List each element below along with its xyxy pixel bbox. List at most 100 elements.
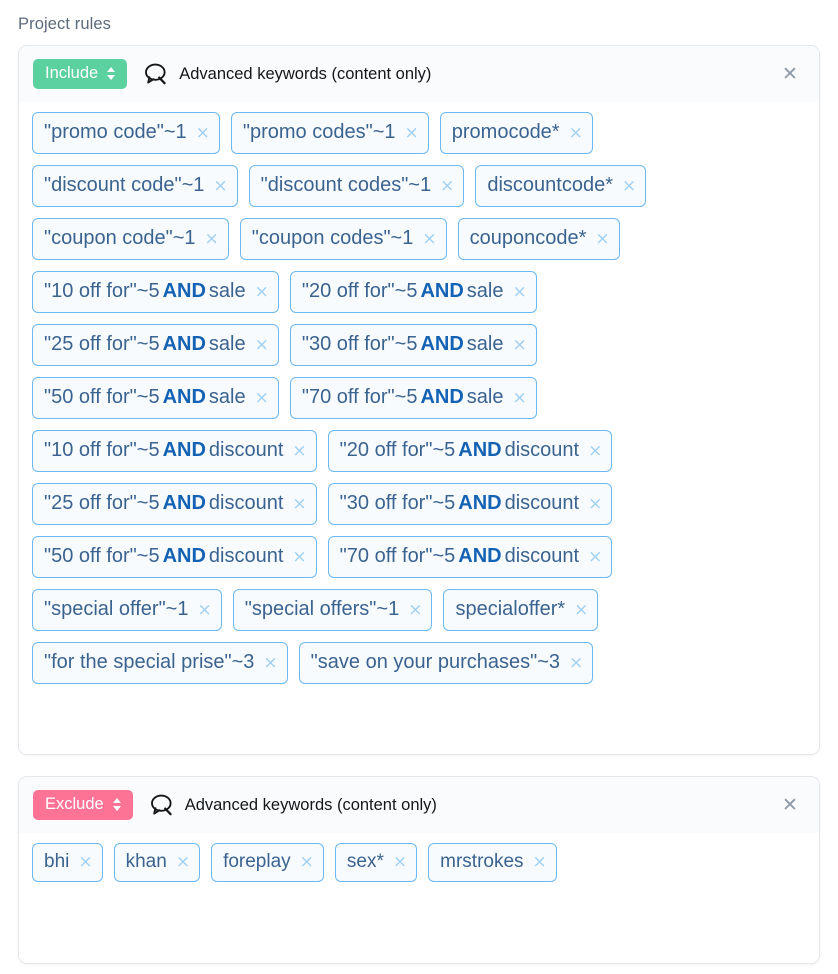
keyword-tag[interactable]: "25 off for"~5 AND discount× <box>32 483 317 525</box>
tag-text: discount <box>208 492 284 514</box>
remove-tag-icon[interactable]: × <box>197 600 212 620</box>
remove-tag-icon[interactable]: × <box>512 282 527 302</box>
mode-label: Include <box>45 64 99 83</box>
tag-text: "25 off for"~5 <box>44 492 160 514</box>
keyword-tag[interactable]: bhi × <box>32 843 103 882</box>
remove-tag-icon[interactable]: × <box>512 335 527 355</box>
keyword-tag[interactable]: sex*× <box>334 843 418 882</box>
keyword-tag[interactable]: "promo code"~1× <box>32 112 220 154</box>
remove-tag-icon[interactable]: × <box>299 852 314 872</box>
keyword-tag[interactable]: khan× <box>113 843 201 882</box>
keyword-tag[interactable]: mrstrokes× <box>428 843 557 882</box>
tag-text: "30 off for"~5 <box>339 492 456 514</box>
remove-tag-icon[interactable]: × <box>204 229 219 249</box>
remove-tag-icon[interactable]: × <box>622 176 637 196</box>
keyword-tag[interactable]: specialoffer*× <box>443 589 599 631</box>
remove-tag-icon[interactable]: × <box>569 653 584 673</box>
keyword-tag[interactable]: "30 off for"~5 AND sale× <box>289 324 537 366</box>
keyword-tag[interactable]: "special offer"~1× <box>32 589 222 631</box>
tag-operator-and: AND <box>162 280 206 302</box>
tag-text: sale <box>208 333 246 355</box>
page-title: Project rules <box>18 15 112 33</box>
keyword-tag[interactable]: "20 off for"~5 AND sale× <box>289 271 537 313</box>
remove-tag-icon[interactable]: × <box>254 388 269 408</box>
mode-selector-exclude[interactable]: Exclude <box>33 790 133 820</box>
keyword-tag[interactable]: "discount codes"~1 × <box>248 165 465 207</box>
tag-text: "discount codes"~1 <box>260 174 432 196</box>
close-icon[interactable]: ✕ <box>782 62 798 85</box>
keyword-tag[interactable]: discountcode*× <box>475 165 647 207</box>
tag-text: "promo codes"~1 <box>242 121 396 143</box>
tag-text: couponcode* <box>469 227 587 249</box>
remove-tag-icon[interactable]: × <box>195 123 210 143</box>
tag-row: "for the special prise"~3×"save on your … <box>32 642 806 695</box>
tag-row: "promo code"~1×"promo codes"~1×promocode… <box>32 112 806 165</box>
keyword-tag-area[interactable]: "promo code"~1×"promo codes"~1×promocode… <box>19 102 819 754</box>
mode-label: Exclude <box>45 795 104 814</box>
remove-tag-icon[interactable]: × <box>568 123 583 143</box>
tag-row: "discount code"~1×"discount codes"~1×dis… <box>32 165 806 218</box>
remove-tag-icon[interactable]: × <box>78 852 93 872</box>
remove-tag-icon[interactable]: × <box>292 494 307 514</box>
keyword-tag[interactable]: "50 off for"~5 AND discount× <box>32 536 317 578</box>
tag-operator-and: AND <box>458 439 502 461</box>
keyword-tag[interactable]: promocode* × <box>439 112 593 154</box>
tag-text: "discount code"~1 <box>44 174 205 196</box>
keyword-tag[interactable]: couponcode* × <box>457 218 620 260</box>
tag-text: promocode* <box>451 121 560 143</box>
remove-tag-icon[interactable]: × <box>588 494 603 514</box>
close-icon[interactable]: ✕ <box>782 793 798 816</box>
keyword-tag[interactable]: foreplay× <box>211 843 324 882</box>
remove-tag-icon[interactable]: × <box>213 176 228 196</box>
keyword-tag[interactable]: "30 off for"~5 AND discount× <box>327 483 613 525</box>
keyword-tag[interactable]: "save on your purchases"~3× <box>298 642 594 684</box>
tag-text: bhi <box>44 851 70 872</box>
remove-tag-icon[interactable]: × <box>404 123 419 143</box>
remove-tag-icon[interactable]: × <box>175 852 191 872</box>
keyword-tag[interactable]: "10 off for"~5 AND sale× <box>32 271 279 313</box>
remove-tag-icon[interactable]: × <box>532 852 547 872</box>
keyword-tag-area[interactable]: bhi×khan×foreplay×sex*×mrstrokes× <box>19 833 819 963</box>
tag-text: "50 off for"~5 <box>44 386 160 408</box>
remove-tag-icon[interactable]: × <box>595 229 610 249</box>
keyword-tag[interactable]: "70 off for"~5 AND sale× <box>289 377 537 419</box>
tag-text: "70 off for"~5 <box>339 545 456 567</box>
remove-tag-icon[interactable]: × <box>588 441 603 461</box>
keyword-tag[interactable]: "70 off for"~5 AND discount× <box>327 536 613 578</box>
remove-tag-icon[interactable]: × <box>254 282 269 302</box>
tag-text: sale <box>466 280 504 302</box>
remove-tag-icon[interactable]: × <box>408 600 423 620</box>
remove-tag-icon[interactable]: × <box>254 335 269 355</box>
remove-tag-icon[interactable]: × <box>422 229 437 249</box>
speech-bubble-search-icon <box>144 63 169 85</box>
tag-text: "coupon codes"~1 <box>251 227 414 249</box>
keyword-tag[interactable]: "25 off for"~5 AND sale × <box>32 324 279 366</box>
tag-operator-and: AND <box>162 439 206 461</box>
keyword-tag[interactable]: "20 off for"~5 AND discount× <box>327 430 613 472</box>
tag-operator-and: AND <box>162 333 206 355</box>
remove-tag-icon[interactable]: × <box>392 852 408 872</box>
keyword-tag[interactable]: "discount code"~1 × <box>32 165 238 207</box>
tag-text: "25 off for"~5 <box>44 333 160 355</box>
keyword-tag[interactable]: "coupon code"~1× <box>32 218 229 260</box>
tag-row: "10 off for"~5 AND discount×"20 off for"… <box>32 430 806 483</box>
remove-tag-icon[interactable]: × <box>440 176 455 196</box>
keyword-tag[interactable]: "coupon codes"~1 × <box>239 218 447 260</box>
keyword-tag[interactable]: "10 off for"~5 AND discount× <box>32 430 317 472</box>
keyword-tag[interactable]: "50 off for"~5 AND sale× <box>32 377 279 419</box>
keyword-tag[interactable]: "for the special prise"~3× <box>32 642 288 684</box>
keyword-tag[interactable]: "special offers"~1× <box>232 589 433 631</box>
keyword-tag[interactable]: "promo codes"~1 × <box>230 112 429 154</box>
remove-tag-icon[interactable]: × <box>588 547 603 567</box>
mode-selector-include[interactable]: Include <box>33 59 128 89</box>
remove-tag-icon[interactable]: × <box>263 653 278 673</box>
remove-tag-icon[interactable]: × <box>512 388 527 408</box>
remove-tag-icon[interactable]: × <box>574 600 589 620</box>
tag-operator-and: AND <box>162 545 206 567</box>
remove-tag-icon[interactable]: × <box>292 441 307 461</box>
remove-tag-icon[interactable]: × <box>292 547 307 567</box>
